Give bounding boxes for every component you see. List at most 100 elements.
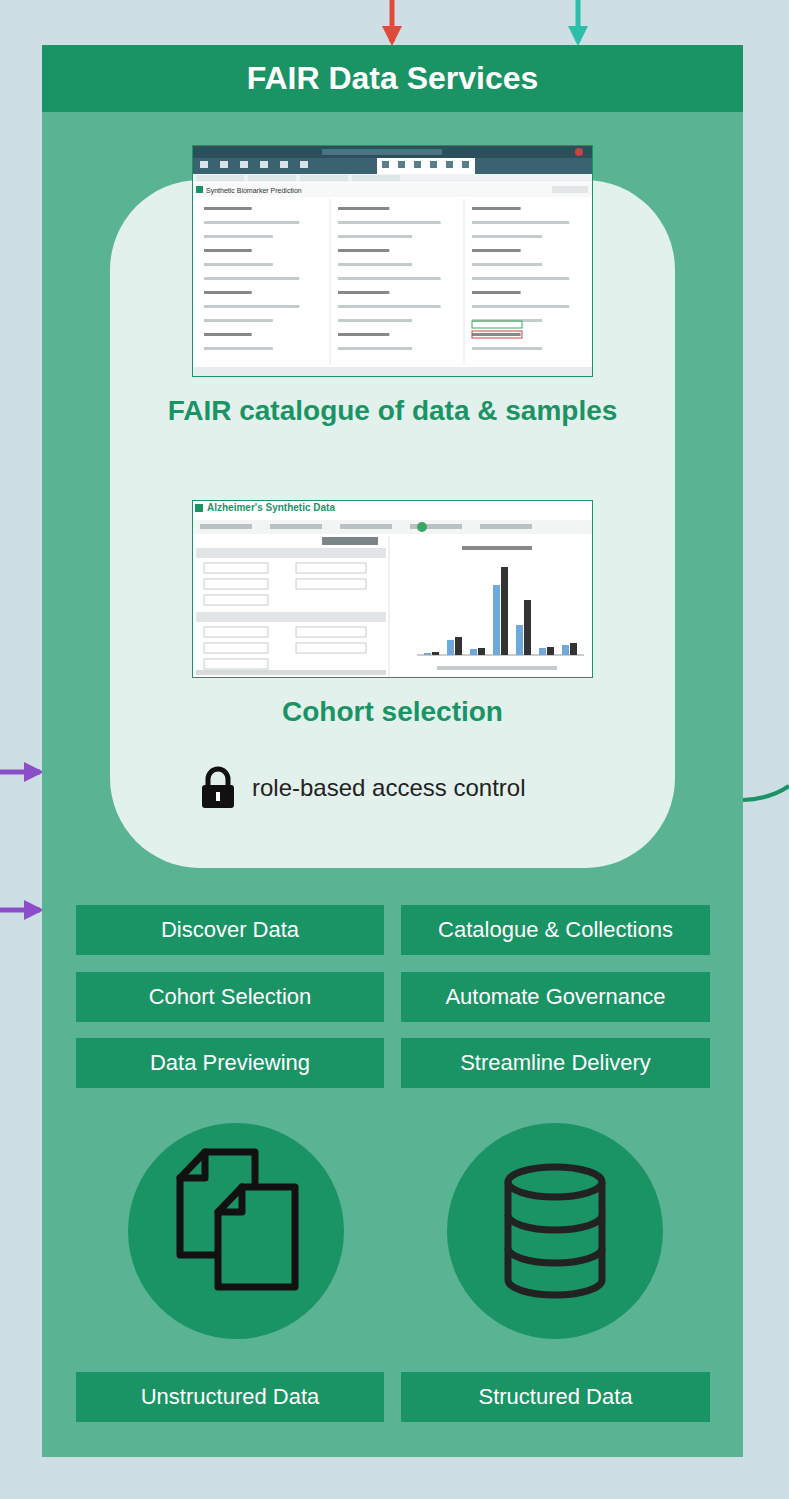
feature-box: Structured Data [401,1372,710,1422]
document-icon [218,1187,295,1287]
illustration-part [338,263,412,266]
illustration-part [260,161,268,168]
illustration-part [196,548,386,558]
screenshot-title: Alzheimer's Synthetic Data [207,502,335,514]
outgoing-line [743,786,789,800]
illustration-part [493,585,500,655]
illustration-part [338,333,389,336]
illustration-part [539,648,546,655]
illustration-part [204,333,252,336]
illustration-part [300,161,308,168]
illustration-part [193,501,593,678]
feature-label: Structured Data [478,1384,632,1410]
illustration-part [447,640,454,655]
illustration-part [193,158,592,174]
icon-circle [447,1123,663,1339]
illustration-part [204,595,268,605]
illustration-part [480,524,532,529]
incoming-arrow [576,0,581,42]
incoming-arrow [0,908,40,913]
illustration-part [424,653,431,655]
illustration-part [330,199,331,365]
illustration-part [202,785,234,808]
database-icon [508,1167,602,1197]
illustration-part [296,627,366,637]
illustration-part [248,175,296,181]
illustration-part [352,175,400,181]
feature-label: Data Previewing [150,1050,310,1076]
illustration-part [516,625,523,655]
illustration-part [204,643,268,653]
illustration-part [562,645,569,655]
lock-icon [198,766,238,810]
illustration-part [472,207,521,210]
illustration-part [128,1123,663,1339]
illustration-part [462,161,469,168]
illustration-part [338,235,412,238]
illustration-part [204,627,268,637]
illustration-part [430,161,437,168]
illustration-part [204,207,252,210]
illustration-part [478,648,485,655]
feature-label: Streamline Delivery [460,1050,651,1076]
illustration-part [193,520,592,534]
illustration-part [208,769,228,786]
feature-label: Catalogue & Collections [438,917,673,943]
illustration-part [432,652,439,655]
illustration-part [196,186,203,193]
feature-box: Unstructured Data [76,1372,384,1422]
feature-box: Cohort Selection [76,972,384,1022]
illustration-part [472,331,522,338]
service-panel: FAIR Data ServicesFAIR catalogue of data… [42,45,743,1457]
illustration-part [389,536,390,677]
illustration-part [455,637,462,655]
illustration-part [398,161,405,168]
illustration-part [204,249,252,252]
feature-label: Discover Data [161,917,299,943]
illustration-part [322,149,442,155]
illustration-part [193,174,592,182]
illustration-part [382,161,389,168]
illustration-part [338,347,412,350]
illustration-part [300,175,348,181]
illustration-part [338,221,441,224]
screenshot-title: Synthetic Biomarker Prediction [206,186,302,195]
illustration-part [296,563,366,573]
illustration-part [204,235,273,238]
illustration-part [204,291,252,294]
feature-box: Data Previewing [76,1038,384,1088]
illustration-part [547,647,554,655]
illustration-part [196,670,386,675]
illustration-part [193,183,592,197]
illustration-part [472,321,522,328]
illustration-part [204,659,268,669]
illustration-part [196,175,244,181]
feature-box: Catalogue & Collections [401,905,710,955]
database-icon [508,1182,602,1295]
illustration-part [216,792,220,801]
feature-label: Cohort Selection [149,984,312,1010]
illustration-part [464,199,465,365]
illustration-part [204,347,273,350]
illustration-part [204,305,299,308]
feature-box: Streamline Delivery [401,1038,710,1088]
illustration-part [446,161,453,168]
document-icon [218,1187,242,1212]
document-icon [180,1152,205,1178]
illustration-part [193,146,593,377]
illustration-part [296,579,366,589]
illustration-part [472,291,521,294]
illustration-part [220,161,228,168]
illustration-part [280,161,288,168]
feature-heading: Cohort selection [110,693,675,730]
illustration-part [195,504,203,512]
feature-label: Unstructured Data [141,1384,320,1410]
illustration-part [240,161,248,168]
illustration-part [200,524,252,529]
illustration-part [338,249,389,252]
illustration-part [270,524,322,529]
catalogue-screenshot [193,146,593,377]
feature-label: Automate Governance [445,984,665,1010]
illustration-part [417,522,427,532]
panel-title: FAIR Data Services [42,45,743,112]
